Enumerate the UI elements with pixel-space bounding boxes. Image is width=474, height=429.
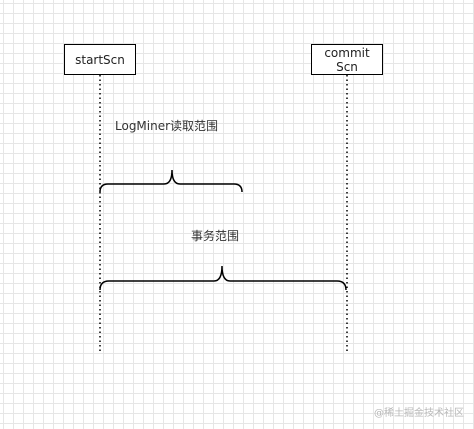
commit-scn-label: commit Scn (324, 45, 370, 74)
transaction-range-label: 事务范围 (191, 229, 240, 243)
logminer-range-label: LogMiner读取范围 (115, 119, 219, 133)
watermark: @稀土掘金技术社区 (374, 408, 464, 419)
logminer-range-brace (99, 169, 243, 193)
commit-scn-node: commit Scn (311, 44, 383, 75)
start-scn-label: startScn (75, 52, 125, 67)
start-scn-node: startScn (64, 44, 136, 75)
transaction-range-brace (99, 265, 347, 291)
